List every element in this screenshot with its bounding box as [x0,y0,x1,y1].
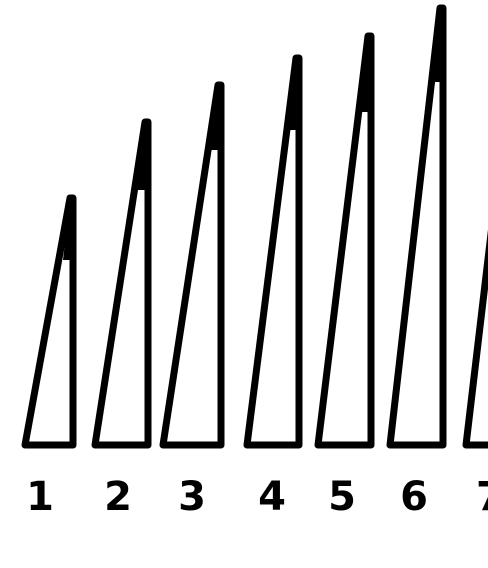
label-2: 2 [104,474,132,520]
label-4: 4 [258,474,286,520]
label-1: 1 [26,474,54,520]
label-5: 5 [328,474,356,520]
label-6: 6 [400,474,428,520]
label-7: 7 [476,474,488,520]
wedge-1 [25,198,73,445]
label-3: 3 [178,474,206,520]
wedge-7 [466,200,488,445]
